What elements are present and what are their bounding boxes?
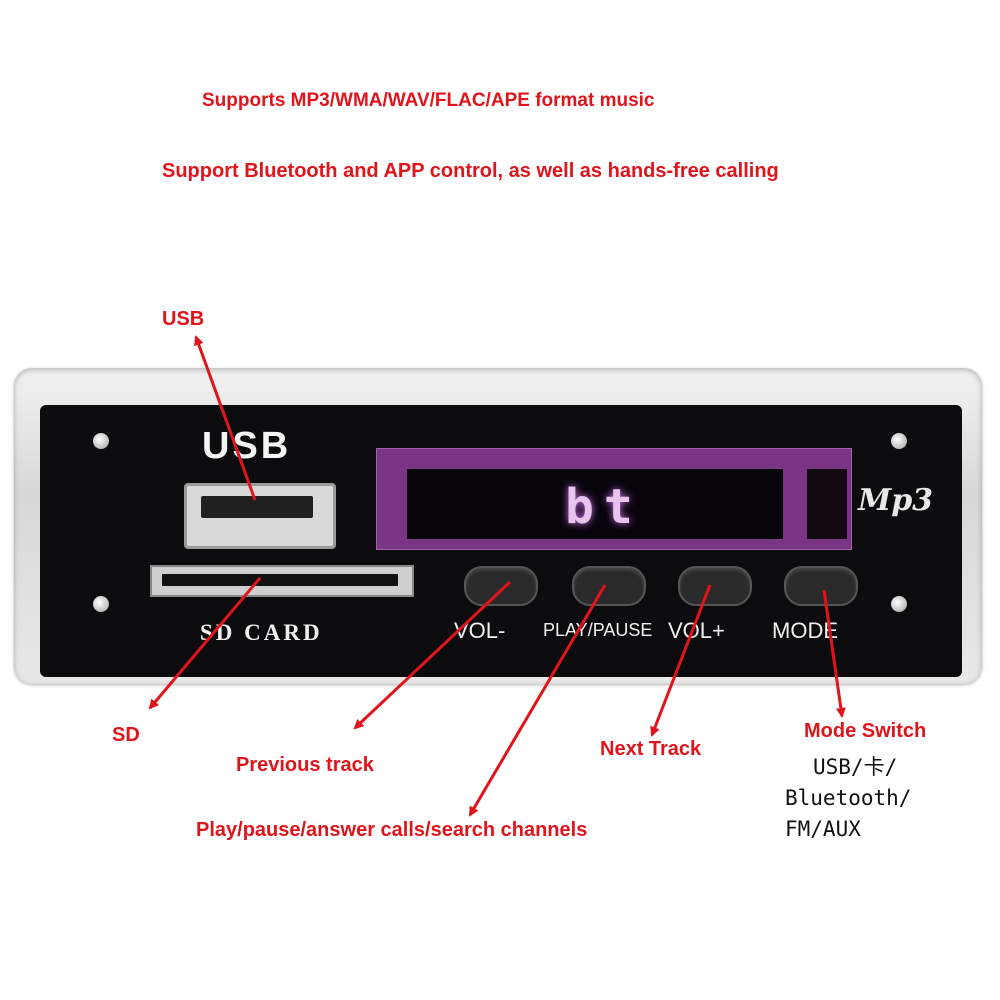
header-line-2: Support Bluetooth and APP control, as we… [162, 160, 779, 182]
play-pause-label: PLAY/PAUSE [543, 620, 653, 640]
screw-icon [93, 433, 109, 449]
play-pause-button[interactable] [572, 566, 646, 606]
sd-card-slot[interactable] [150, 565, 414, 597]
mode-line-2: Bluetooth/ [785, 786, 912, 810]
arrow-sd [148, 577, 262, 710]
callout-next-track: Next Track [600, 738, 702, 760]
callout-previous-track: Previous track [236, 754, 374, 776]
callout-mode-switch: Mode Switch [804, 720, 927, 742]
arrow-next [650, 584, 712, 737]
callout-play-pause: Play/pause/answer calls/search channels [196, 819, 588, 841]
arrow-playpause [468, 584, 607, 817]
led-display: bt [376, 448, 852, 550]
screw-icon [891, 596, 907, 612]
vol-plus-button[interactable] [678, 566, 752, 606]
mode-line-1: USB/卡/ [813, 755, 898, 779]
callout-usb: USB [162, 308, 205, 330]
vol-minus-label: VOL- [454, 618, 506, 643]
mp3-logo: Mp3 [858, 483, 934, 518]
display-text: bt [565, 479, 643, 535]
header-line-1: Supports MP3/WMA/WAV/FLAC/APE format mus… [202, 90, 655, 111]
mode-line-3: FM/AUX [785, 817, 861, 841]
arrow-previous [353, 580, 512, 730]
screw-icon [93, 596, 109, 612]
mode-button[interactable] [784, 566, 858, 606]
screw-icon [891, 433, 907, 449]
arrow-mode [822, 589, 846, 718]
vol-minus-button[interactable] [464, 566, 538, 606]
mode-label: MODE [772, 618, 838, 643]
usb-port[interactable] [184, 483, 336, 549]
arrow-usb [194, 335, 257, 501]
usb-panel-label: USB [202, 425, 292, 467]
callout-sd: SD [112, 724, 140, 746]
